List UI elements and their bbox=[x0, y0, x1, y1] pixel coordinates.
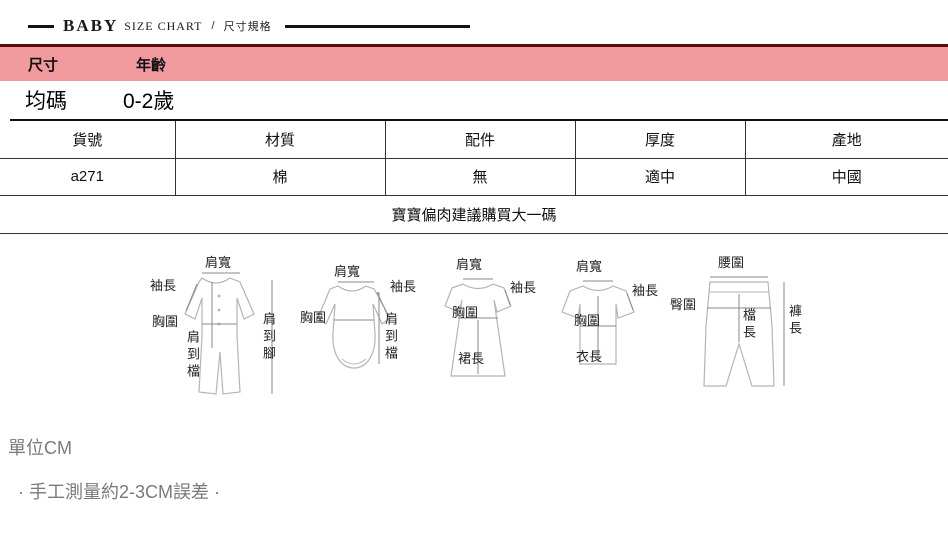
brand-title: BABY bbox=[63, 16, 119, 35]
diagram-dress: 肩寬 袖長 胸圍 裙長 bbox=[428, 256, 540, 408]
top-shoulder-label: 肩寬 bbox=[576, 258, 603, 274]
romper-shoulder-to-crotch-label: 肩到檔 bbox=[185, 329, 200, 381]
romper-chest-label: 胸圍 bbox=[152, 313, 179, 329]
header-rule-right bbox=[284, 24, 470, 28]
spec-value-material: 棉 bbox=[174, 158, 385, 196]
chart-header: BABY SIZE CHART / 尺寸規格 bbox=[0, 0, 948, 44]
spec-value-item-no: a271 bbox=[0, 158, 175, 196]
top-chest-label: 胸圍 bbox=[574, 312, 601, 328]
bodysuit-figure bbox=[317, 281, 391, 369]
bodysuit-shoulder-label: 肩寬 bbox=[334, 263, 361, 279]
pants-figure bbox=[703, 276, 785, 387]
spec-header-accessory: 配件 bbox=[384, 121, 575, 159]
spec-data-row: a271 棉 無 適中 中國 bbox=[0, 158, 948, 196]
size-age-banner: 尺寸 年齡 bbox=[0, 44, 948, 81]
top-figure bbox=[561, 280, 635, 365]
unit-note: 單位CM bbox=[8, 437, 72, 458]
pants-waist-label: 腰圍 bbox=[718, 254, 745, 270]
dress-chest-label: 胸圍 bbox=[452, 304, 479, 320]
measurement-diagrams: 肩寬 袖長 胸圍 肩到檔 肩到腳 肩寬 袖長 胸圍 肩到檔 bbox=[150, 256, 948, 414]
top-length-label: 衣長 bbox=[576, 348, 603, 364]
footer-notes: 單位CM · 手工測量約2-3CM誤差 · bbox=[8, 434, 948, 504]
sizing-note: 寶寶偏肉建議購買大一碼 bbox=[0, 196, 948, 234]
spec-value-thickness: 適中 bbox=[574, 158, 745, 196]
header-divider: / bbox=[211, 20, 215, 32]
romper-sleeve-label: 袖長 bbox=[150, 277, 177, 293]
diagram-bodysuit: 肩寬 袖長 胸圍 肩到檔 bbox=[298, 256, 420, 408]
pants-length-label: 褲長 bbox=[787, 303, 802, 338]
spec-value-accessory: 無 bbox=[384, 158, 575, 196]
romper-shoulder-label: 肩寬 bbox=[205, 254, 232, 270]
romper-figure bbox=[184, 272, 273, 395]
dress-figure bbox=[444, 278, 512, 377]
spec-header-row: 貨號 材質 配件 厚度 產地 bbox=[0, 121, 948, 159]
header-rule-left bbox=[28, 24, 54, 28]
pants-hip-label: 臀圍 bbox=[670, 296, 697, 312]
top-sleeve-label: 袖長 bbox=[632, 282, 659, 298]
spec-header-thickness: 厚度 bbox=[574, 121, 745, 159]
size-label: 尺寸 bbox=[28, 56, 59, 74]
age-label: 年齡 bbox=[136, 56, 167, 74]
spec-table: 貨號 材質 配件 厚度 產地 a271 棉 無 適中 中國 bbox=[0, 121, 948, 196]
size-value: 均碼 bbox=[25, 90, 67, 113]
diagram-top: 肩寬 袖長 胸圍 衣長 bbox=[548, 256, 660, 408]
size-value-row: 均碼 0-2歲 bbox=[0, 81, 948, 119]
spec-header-material: 材質 bbox=[174, 121, 385, 159]
pants-crotch-length-label: 檔長 bbox=[741, 307, 756, 342]
spec-header-item-no: 貨號 bbox=[0, 121, 175, 159]
diagram-pants: 腰圍 臀圍 檔長 褲長 bbox=[668, 256, 818, 408]
romper-shoulder-to-foot-label: 肩到腳 bbox=[261, 311, 276, 363]
diagram-romper: 肩寬 袖長 胸圍 肩到檔 肩到腳 bbox=[150, 256, 290, 408]
age-value: 0-2歲 bbox=[123, 90, 175, 113]
bodysuit-sleeve-label: 袖長 bbox=[390, 278, 417, 294]
size-row-underline bbox=[10, 119, 948, 121]
dress-shoulder-label: 肩寬 bbox=[456, 256, 483, 272]
spec-value-origin: 中國 bbox=[744, 158, 948, 196]
series-title: SIZE CHART bbox=[124, 18, 203, 33]
bodysuit-shoulder-to-crotch-label: 肩到檔 bbox=[383, 311, 398, 363]
series-title-cn: 尺寸規格 bbox=[223, 21, 272, 33]
dress-sleeve-label: 袖長 bbox=[510, 279, 537, 295]
dress-skirt-length-label: 裙長 bbox=[458, 350, 485, 366]
spec-header-origin: 產地 bbox=[744, 121, 948, 159]
tolerance-note: · 手工測量約2-3CM誤差 · bbox=[18, 481, 220, 502]
bodysuit-chest-label: 胸圍 bbox=[300, 309, 327, 325]
